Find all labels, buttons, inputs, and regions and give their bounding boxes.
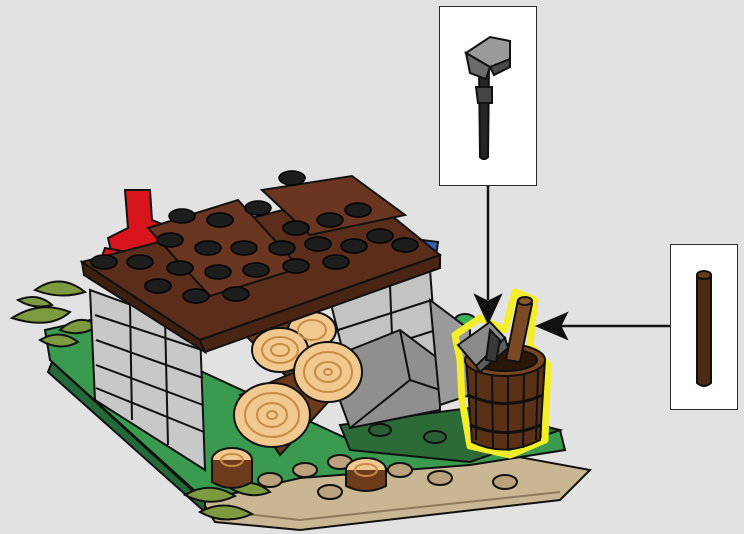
parts-callout-bar (670, 244, 738, 410)
axe-part-icon (440, 7, 536, 185)
callout-arrows (476, 186, 670, 338)
parts-callout-axe (439, 6, 537, 186)
brown-bar-part-icon (671, 245, 737, 409)
